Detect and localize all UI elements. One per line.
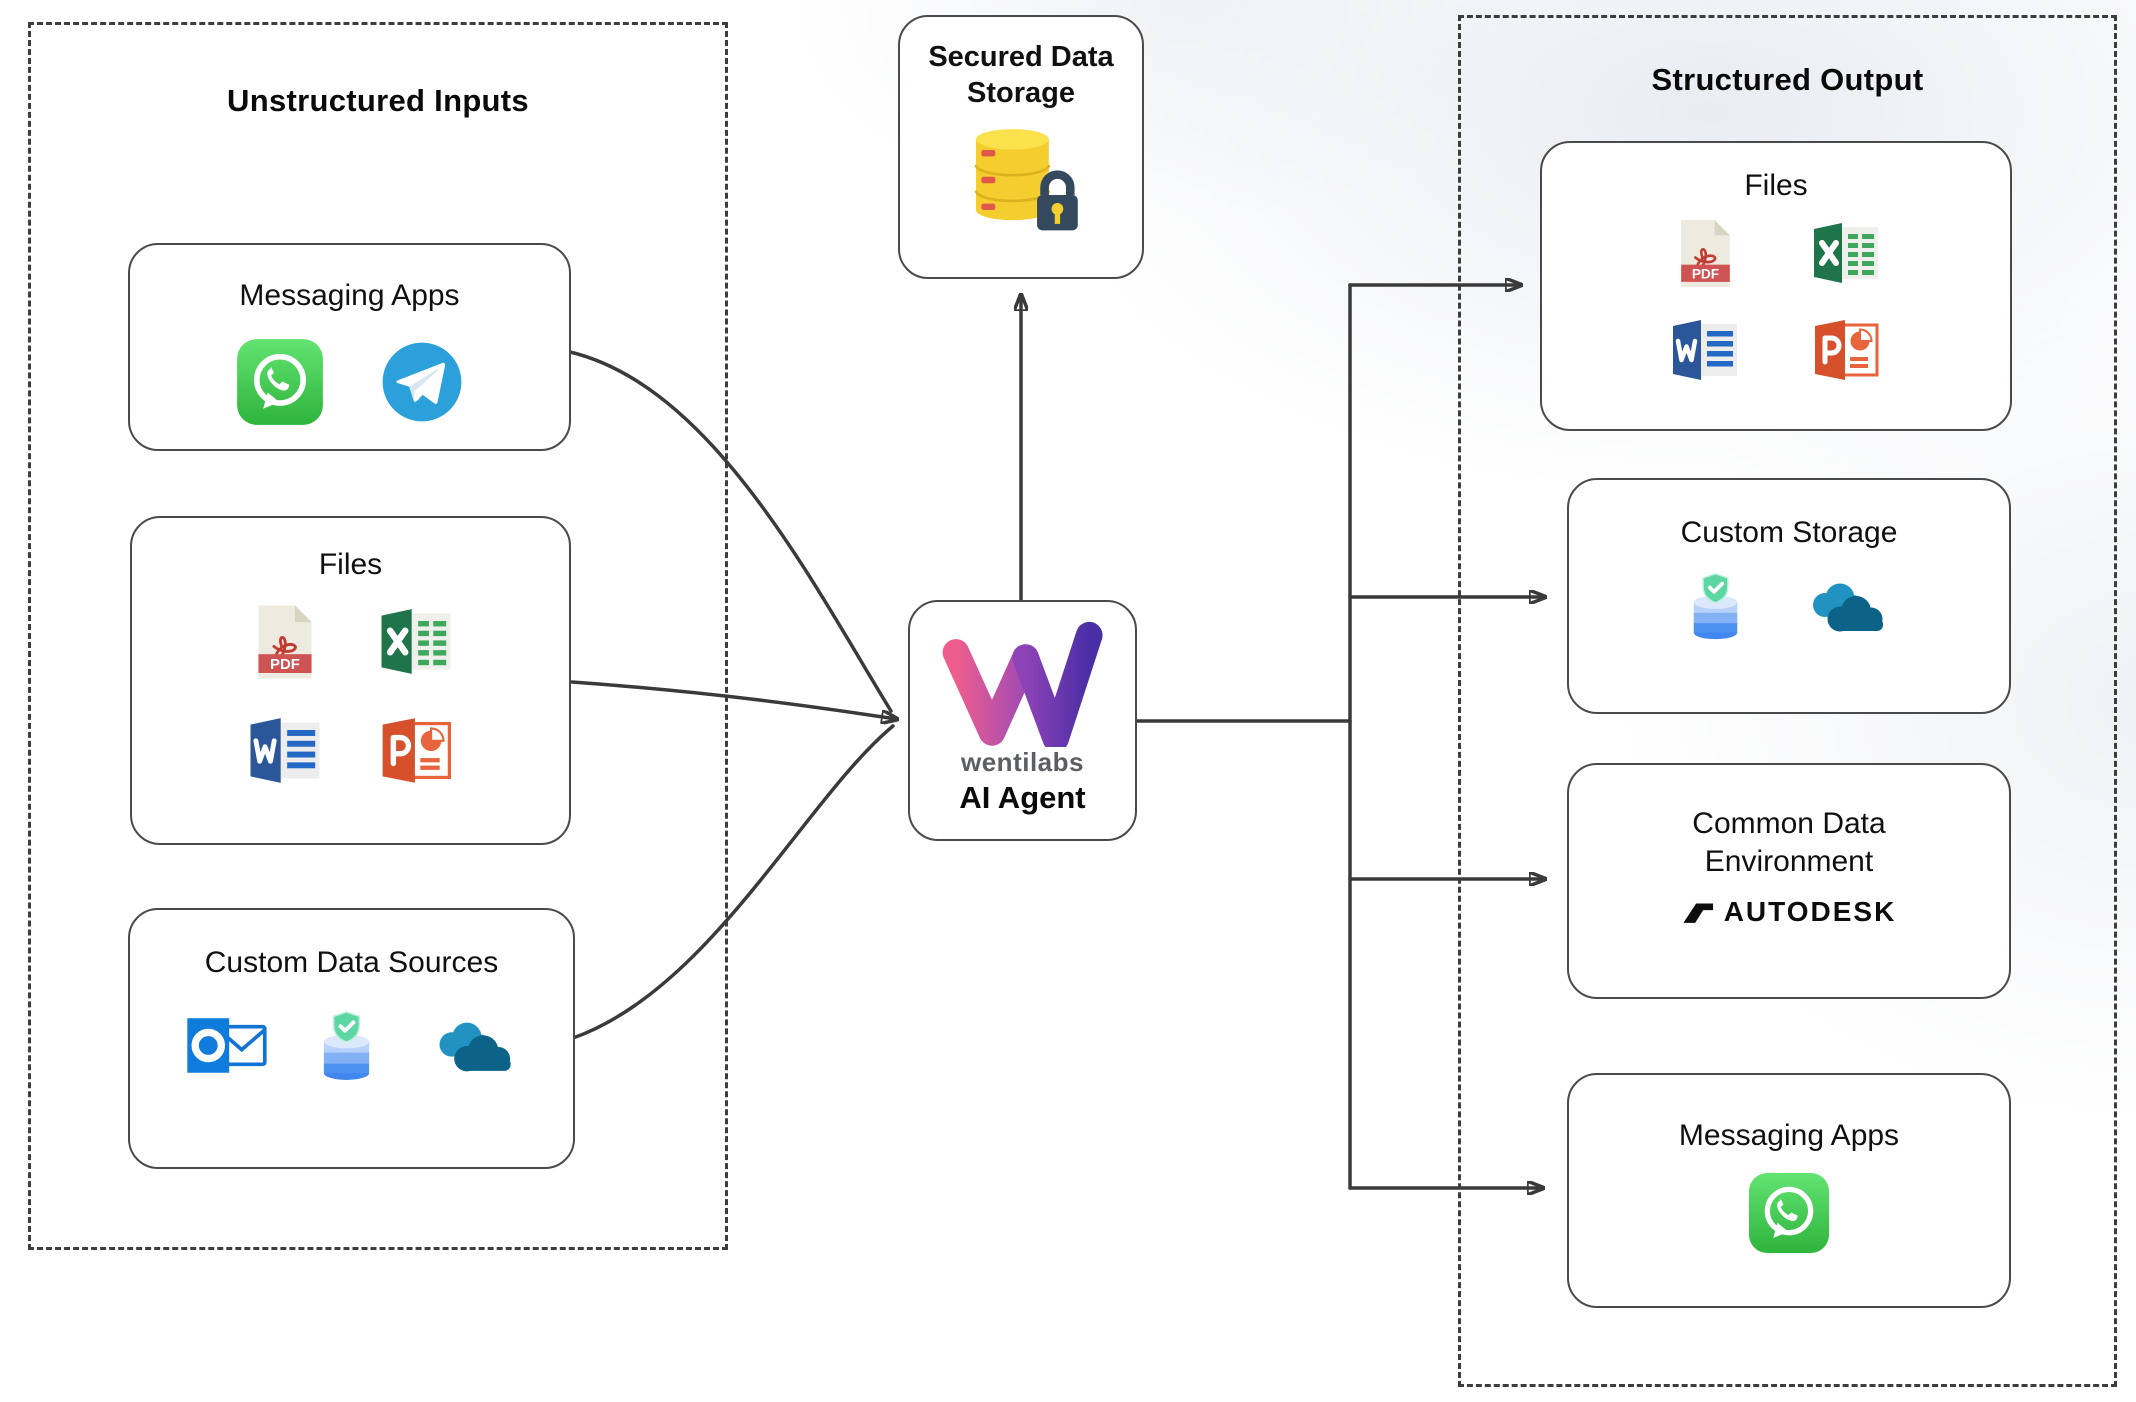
telegram-icon bbox=[380, 340, 464, 424]
input-messaging-apps-box: Messaging Apps bbox=[128, 243, 571, 451]
structured-output-title: Structured Output bbox=[1651, 62, 1924, 97]
autodesk-logo-text: AUTODESK bbox=[1723, 896, 1897, 927]
ai-agent-box: wentilabs AI Agent bbox=[908, 600, 1137, 841]
word-icon bbox=[244, 716, 326, 785]
pdf-icon bbox=[254, 602, 316, 682]
whatsapp-icon bbox=[1747, 1171, 1831, 1255]
unstructured-inputs-panel: Unstructured Inputs bbox=[28, 22, 728, 1250]
locked-database-icon bbox=[963, 120, 1079, 240]
secure-database-icon bbox=[315, 1008, 378, 1083]
input-custom-data-sources-title: Custom Data Sources bbox=[204, 946, 499, 979]
output-custom-storage-title: Custom Storage bbox=[1680, 516, 1898, 549]
output-files-box: Files bbox=[1540, 141, 2012, 431]
output-custom-storage-box: Custom Storage bbox=[1567, 478, 2011, 714]
input-files-box: Files bbox=[130, 516, 571, 845]
output-files-title: Files bbox=[1744, 169, 1808, 202]
onedrive-icon bbox=[1798, 574, 1894, 638]
powerpoint-icon bbox=[1807, 318, 1885, 382]
unstructured-inputs-title: Unstructured Inputs bbox=[227, 83, 529, 118]
input-custom-data-sources-box: Custom Data Sources bbox=[128, 908, 575, 1169]
output-messaging-apps-box: Messaging Apps bbox=[1567, 1073, 2011, 1308]
whatsapp-icon bbox=[235, 337, 325, 427]
connector-messaging-to-agent bbox=[568, 350, 893, 713]
excel-icon bbox=[375, 607, 457, 676]
outlook-icon bbox=[181, 1012, 269, 1079]
secure-database-icon bbox=[1685, 570, 1746, 642]
input-files-title: Files bbox=[318, 548, 383, 581]
structured-output-panel: Structured Output bbox=[1458, 15, 2117, 1387]
ai-agent-label: AI Agent bbox=[959, 780, 1086, 815]
word-icon bbox=[1667, 318, 1743, 382]
input-messaging-apps-title: Messaging Apps bbox=[239, 279, 460, 312]
wentilabs-w-logo bbox=[937, 618, 1109, 747]
autodesk-mark-icon bbox=[1682, 900, 1714, 925]
connector-files-to-agent bbox=[570, 680, 896, 719]
excel-icon bbox=[1808, 221, 1884, 285]
powerpoint-icon bbox=[374, 716, 458, 785]
wentilabs-brand: wentilabs bbox=[961, 747, 1084, 777]
pdf-icon bbox=[1677, 217, 1734, 290]
onedrive-icon bbox=[424, 1013, 522, 1078]
secured-data-storage-box: Secured Data Storage bbox=[898, 15, 1144, 279]
output-messaging-apps-title: Messaging Apps bbox=[1678, 1119, 1900, 1152]
output-common-data-environment-title: Common Data Environment bbox=[1692, 807, 1886, 878]
secured-data-storage-title: Secured Data Storage bbox=[928, 41, 1114, 110]
connector-customsources-to-agent bbox=[571, 724, 895, 1040]
output-common-data-environment-box: Common Data Environment AUTODESK bbox=[1567, 763, 2011, 999]
